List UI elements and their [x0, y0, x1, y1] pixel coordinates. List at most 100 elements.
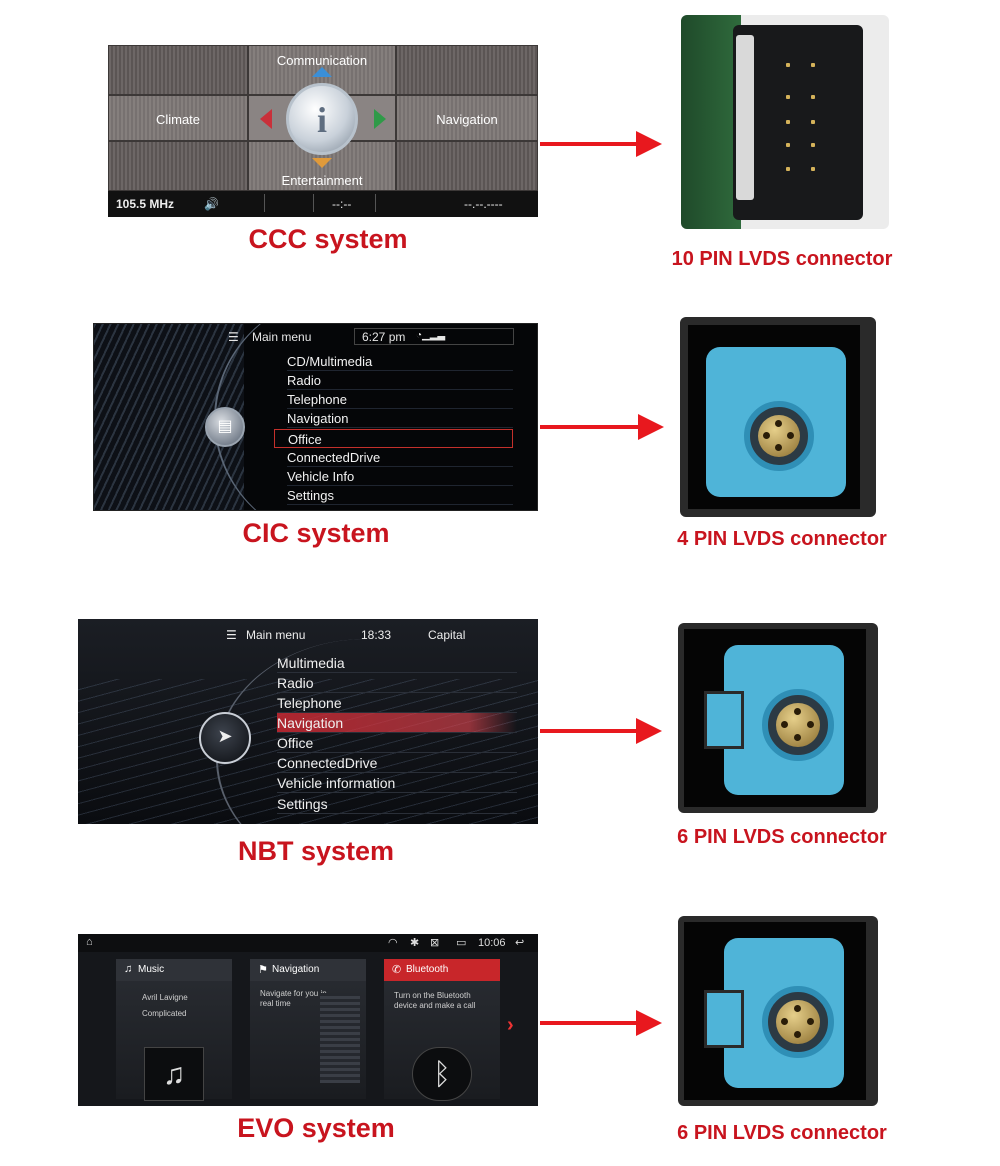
- navigation-arrow-icon[interactable]: ➤: [199, 712, 251, 764]
- cic-menu-item[interactable]: Telephone: [287, 390, 513, 409]
- nbt-menu-title: Main menu: [246, 628, 306, 642]
- cic-menu-title: Main menu: [252, 330, 312, 344]
- cic-menu-item[interactable]: Radio: [287, 371, 513, 390]
- connector-caption-4pin: 4 PIN LVDS connector: [677, 528, 887, 550]
- cic-menu-item[interactable]: Navigation: [287, 409, 513, 428]
- bluetooth-icon: ᛒ: [412, 1047, 472, 1101]
- evo-clock: 10:06: [478, 937, 506, 949]
- nbt-menu-item[interactable]: Office: [277, 733, 517, 753]
- info-icon-glyph: i: [316, 100, 327, 140]
- connector-pin: [811, 167, 815, 171]
- nbt-menu-item[interactable]: ConnectedDrive: [277, 753, 517, 773]
- cic-menu-item[interactable]: Settings: [287, 486, 513, 505]
- connector-pins: [758, 415, 800, 457]
- connector-latch: [736, 35, 754, 200]
- arrow-right-icon: [540, 414, 664, 440]
- speaker-icon: 🔊: [204, 197, 219, 211]
- evo-screen: ⌂ ◠ ✱ ⊠ ▭ 10:06 ↩ Music ♫ Avril Lavigne …: [78, 934, 538, 1106]
- navigation-card-text: Navigate for you in real time: [260, 989, 327, 1008]
- ccc-screen: Communication Climate Navigation Enterta…: [108, 45, 538, 217]
- menu-icon: ☰: [228, 330, 239, 344]
- nbt-menu-item[interactable]: Vehicle information: [277, 773, 517, 793]
- cic-screen: ▤ ☰ Main menu 6:27 pm ◔▁▂▃ CD/Multimedia…: [93, 323, 538, 511]
- bluetooth-card-title: Bluetooth: [384, 959, 500, 981]
- ccc-tile-topleft: [108, 45, 248, 95]
- nbt-menu-item[interactable]: Radio: [277, 673, 517, 693]
- connector-pin: [811, 120, 815, 124]
- connector-bore: [762, 986, 834, 1058]
- flag-icon: ⚑: [258, 964, 268, 976]
- connector-photo-6pin-evo: [678, 916, 878, 1106]
- connector-pin: [786, 120, 790, 124]
- cic-clock: 6:27 pm: [362, 330, 406, 344]
- pcb-board: [681, 15, 741, 229]
- navigation-card[interactable]: Navigation ⚑ Navigate for you in real ti…: [250, 959, 366, 1099]
- connector-pin: [811, 95, 815, 99]
- nbt-menu-item[interactable]: Telephone: [277, 693, 517, 713]
- ccc-tile-bottomleft: [108, 141, 248, 191]
- ccc-tile-navigation[interactable]: Navigation: [396, 95, 538, 141]
- radio-frequency: 105.5 MHz: [116, 197, 175, 211]
- cic-system-caption: CIC system: [242, 518, 390, 548]
- music-note-icon: ♫: [124, 963, 133, 975]
- nbt-screen: ➤ ☰ Main menu 18:33 Capital Multimedia R…: [78, 619, 538, 824]
- cic-menu-item[interactable]: ConnectedDrive: [287, 448, 513, 467]
- music-artist: Avril Lavigne: [142, 993, 188, 1002]
- ccc-tile-topright: [396, 45, 538, 95]
- music-note-icon: ♫: [144, 1047, 204, 1101]
- nbt-clock: 18:33: [361, 628, 392, 642]
- connector-photo-4pin: [680, 317, 876, 517]
- chevron-right-icon: [374, 109, 386, 129]
- nbt-menu-item[interactable]: Multimedia: [277, 653, 517, 673]
- menu-icon: ☰: [226, 628, 237, 642]
- close-box-icon[interactable]: ⊠: [430, 937, 440, 949]
- nbt-menu-item[interactable]: Settings: [277, 794, 517, 814]
- bluetooth-card[interactable]: Bluetooth ✆ Turn on the Bluetooth device…: [384, 959, 500, 1101]
- chevron-up-icon: [312, 67, 332, 77]
- connector-housing: [733, 25, 863, 220]
- music-card[interactable]: Music ♫ Avril Lavigne Complicated ♫: [116, 959, 232, 1101]
- ccc-climate-label: Climate: [155, 112, 201, 127]
- ccc-communication-label: Communication: [276, 53, 368, 68]
- connector-pins: [776, 1000, 820, 1044]
- connector-pins: [776, 703, 820, 747]
- city-skyline-icon: [320, 993, 360, 1083]
- bluetooth-status-icon: ✱: [410, 937, 420, 949]
- ccc-status-bar: 105.5 MHz 🔊 --:-- --.--.----: [108, 191, 538, 217]
- status-divider: [264, 194, 265, 212]
- status-divider: [313, 194, 314, 212]
- connector-pin: [786, 167, 790, 171]
- back-icon[interactable]: ↩: [515, 937, 525, 949]
- ccc-tile-climate[interactable]: Climate: [108, 95, 248, 141]
- home-icon[interactable]: ⌂: [86, 936, 93, 948]
- connector-caption-6pin-evo: 6 PIN LVDS connector: [677, 1122, 887, 1144]
- nbt-system-caption: NBT system: [237, 836, 395, 866]
- connector-caption-10pin: 10 PIN LVDS connector: [671, 248, 893, 270]
- connector-side-tab: [704, 691, 744, 749]
- music-card-title: Music: [116, 959, 232, 981]
- evo-status-bar: ⌂ ◠ ✱ ⊠ ▭ 10:06 ↩: [78, 934, 538, 952]
- nbt-menu-item-selected[interactable]: Navigation: [277, 713, 517, 733]
- connector-photo-6pin: [678, 623, 878, 813]
- arrow-right-icon: [540, 718, 662, 744]
- music-track: Complicated: [142, 1009, 187, 1018]
- cic-menu-item-selected[interactable]: Office: [274, 429, 513, 448]
- ccc-system-caption: CCC system: [248, 224, 408, 254]
- ccc-navigation-label: Navigation: [436, 112, 498, 127]
- wifi-icon: ◠: [388, 937, 398, 949]
- chevron-right-icon[interactable]: ›: [507, 1014, 514, 1036]
- cic-menu-item[interactable]: Vehicle Info: [287, 467, 513, 486]
- navigation-card-title: Navigation: [250, 959, 366, 981]
- office-icon[interactable]: ▤: [205, 407, 245, 447]
- nbt-location: Capital: [428, 628, 466, 642]
- cic-header-frame: [354, 328, 514, 345]
- connector-caption-6pin: 6 PIN LVDS connector: [677, 826, 887, 848]
- status-date: --.--.----: [464, 197, 503, 211]
- arrow-right-icon: [540, 131, 662, 157]
- connector-pin: [811, 63, 815, 67]
- connector-pin: [786, 63, 790, 67]
- ccc-tile-bottomright: [396, 141, 538, 191]
- cic-menu-item[interactable]: CD/Multimedia: [287, 352, 513, 371]
- info-icon[interactable]: i: [286, 83, 358, 155]
- window-icon[interactable]: ▭: [456, 937, 467, 949]
